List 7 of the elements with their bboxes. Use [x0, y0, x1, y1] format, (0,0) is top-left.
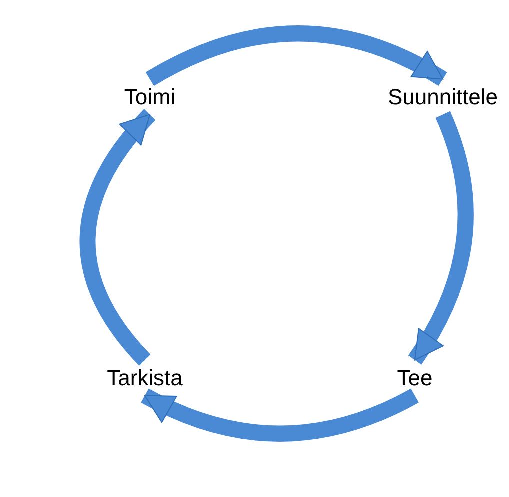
stage-label: Tee — [397, 364, 433, 392]
curved-arrow — [80, 109, 156, 366]
curved-arrow — [141, 388, 419, 442]
stage-label: Toimi — [124, 83, 176, 111]
stage-label: Suunnittele — [388, 83, 498, 111]
stage-label: Tarkista — [107, 364, 183, 392]
curved-arrow — [146, 26, 448, 86]
